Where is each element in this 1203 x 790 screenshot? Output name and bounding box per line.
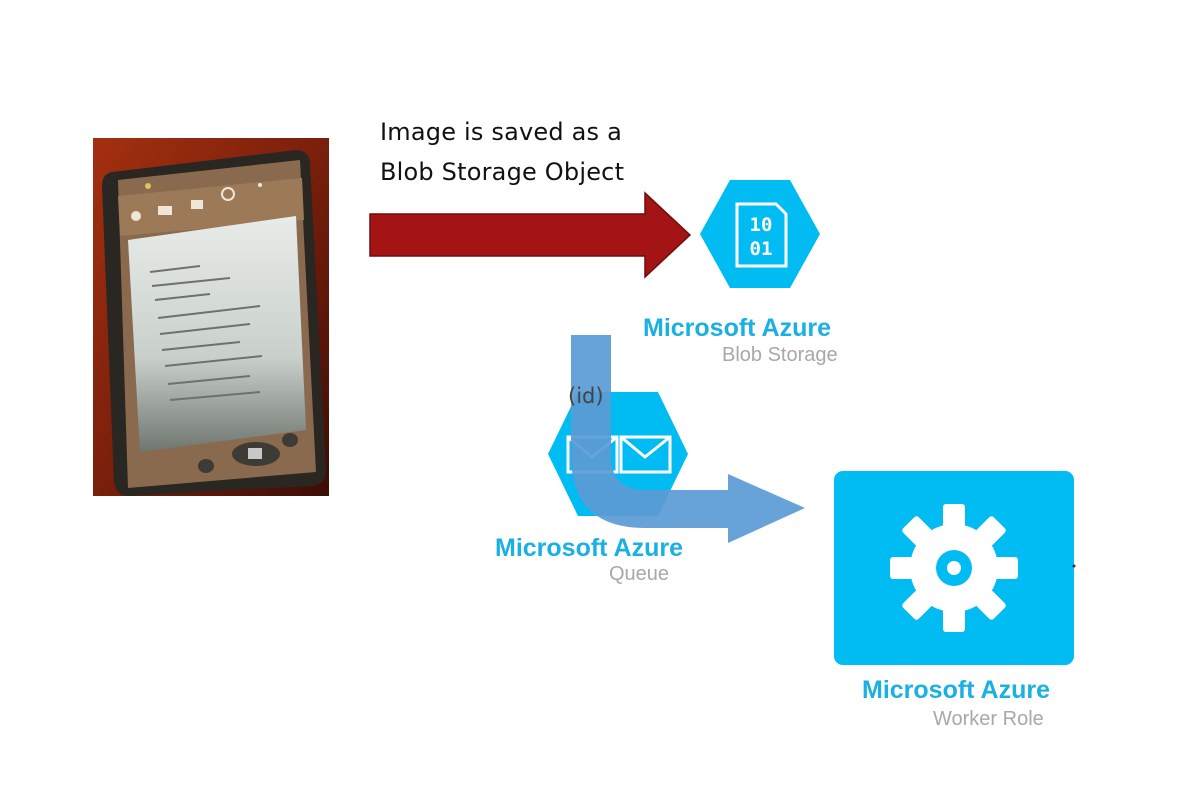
blob-glyph-bottom: 01 <box>750 238 773 260</box>
blob-glyph-top: 10 <box>750 214 773 236</box>
worker-service-label: Worker Role <box>933 708 1044 730</box>
queue-brand-label: Microsoft Azure <box>495 534 683 562</box>
flow-caption: Image is saved as a Blob Storage Object <box>380 112 624 192</box>
caption-line-1: Image is saved as a <box>380 118 622 146</box>
blob-service-label: Blob Storage <box>722 344 838 366</box>
blob-brand-label: Microsoft Azure <box>643 314 831 342</box>
queue-service-label: Queue <box>609 563 670 585</box>
id-flow-label: (id) <box>568 384 604 408</box>
gear-icon <box>890 504 1018 632</box>
worker-brand-label: Microsoft Azure <box>862 676 1050 704</box>
caption-line-2: Blob Storage Object <box>380 158 625 186</box>
